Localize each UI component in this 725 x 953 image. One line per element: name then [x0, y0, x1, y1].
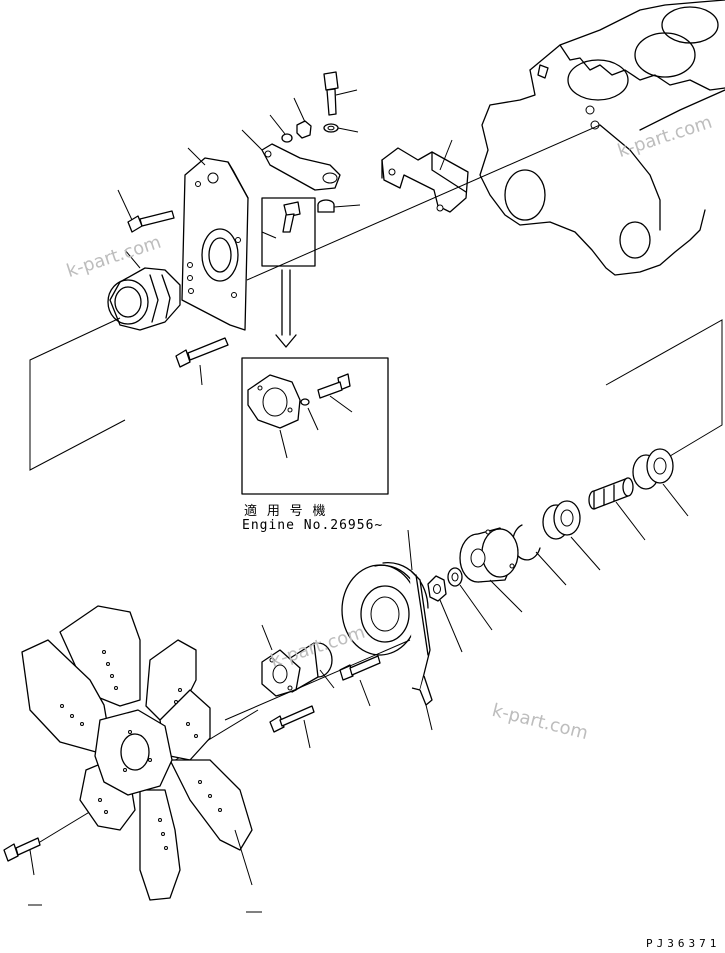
- engine-serial-label: Engine No.26956~: [242, 518, 384, 533]
- drive-pulley: [341, 529, 433, 731]
- bearing-mid: [542, 500, 601, 571]
- drawing-code: PJ36371: [646, 937, 721, 950]
- top-nut: [293, 97, 312, 139]
- lower-plate-bolt: [175, 337, 229, 386]
- spacer-collar: [317, 199, 361, 213]
- mount-bracket: [381, 147, 469, 213]
- top-washer: [323, 123, 359, 133]
- bearing-right: [632, 448, 689, 517]
- cooling-fan: [21, 605, 253, 901]
- engine-block: [479, 0, 725, 276]
- hub-washer: [447, 567, 493, 631]
- fan-spacer: [261, 624, 335, 697]
- fan-shaft: [588, 477, 646, 541]
- spacer-bolt-right: [339, 655, 381, 707]
- fan-bolt: [3, 837, 41, 876]
- spacer-bolt-left: [269, 705, 315, 749]
- hub-nut: [427, 575, 463, 653]
- tension-link: [261, 143, 341, 191]
- detail-arrow: [275, 269, 297, 348]
- plate-bolt: [117, 189, 175, 233]
- inset-box: [241, 357, 389, 495]
- mounting-plate: [181, 157, 249, 331]
- pulley-hub: [459, 527, 523, 613]
- applicable-models-label: 適 用 号 機: [244, 504, 327, 519]
- fan-rivets: [60, 650, 222, 850]
- detail-bolt: [261, 201, 301, 239]
- idler-housing: [107, 249, 181, 331]
- small-washer-a: [269, 114, 293, 143]
- top-bolt: [323, 71, 358, 116]
